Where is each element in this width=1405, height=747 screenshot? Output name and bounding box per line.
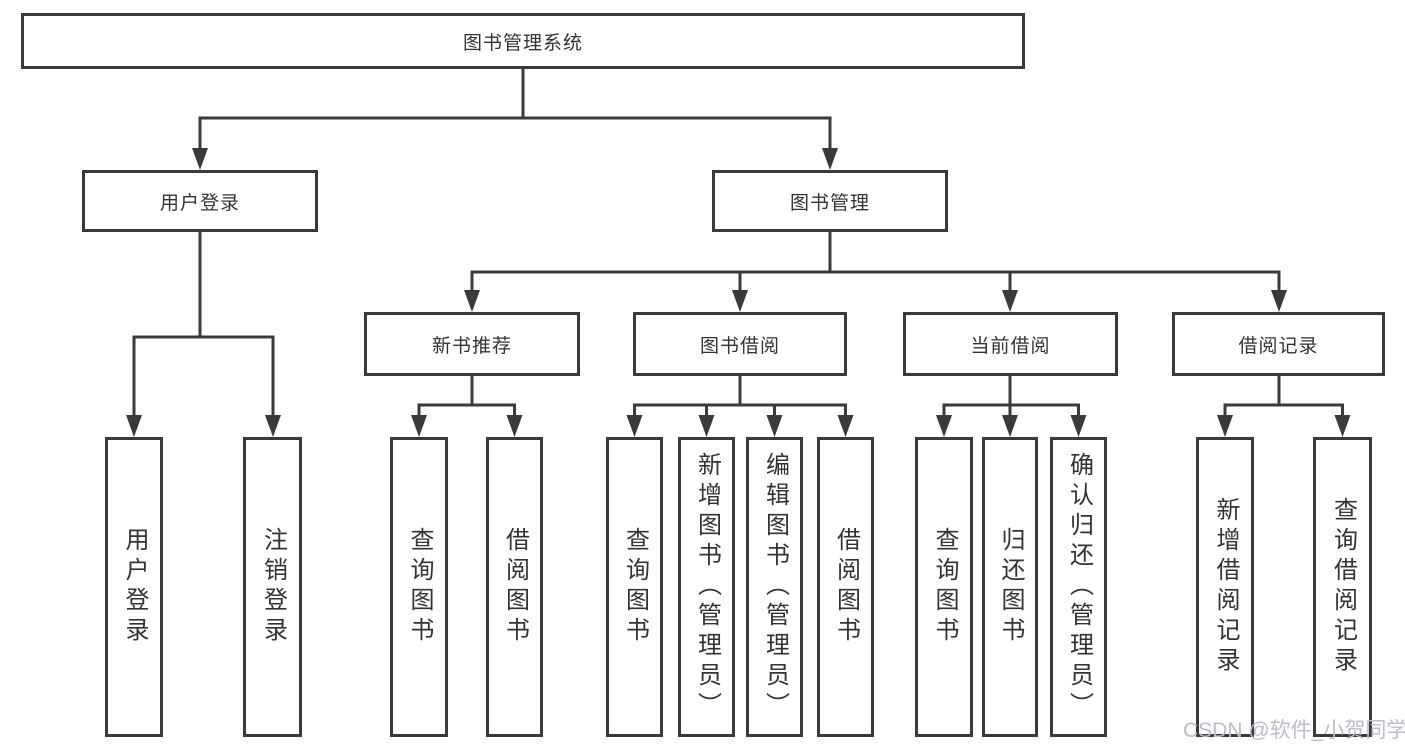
node-label: 借阅图书 bbox=[501, 527, 529, 647]
leaf-current-confirm-return-admin: 确认归还（管理员） bbox=[1050, 437, 1107, 737]
node-label: 查询图书 bbox=[621, 527, 649, 647]
connector-login-to-leaves bbox=[126, 232, 281, 437]
node-label: 图书管理 bbox=[789, 192, 870, 214]
node-label: 注销登录 bbox=[259, 527, 287, 647]
node-label: 用户登录 bbox=[159, 192, 240, 214]
leaf-records-query-record: 查询借阅记录 bbox=[1313, 437, 1372, 737]
node-label: 借阅记录 bbox=[1238, 335, 1319, 357]
node-user-login: 用户登录 bbox=[82, 170, 318, 232]
leaf-records-add-record: 新增借阅记录 bbox=[1196, 437, 1254, 737]
node-library-management-system: 图书管理系统 bbox=[21, 13, 1025, 69]
leaf-newbook-query-books: 查询图书 bbox=[390, 437, 448, 737]
node-label: 查询图书 bbox=[406, 527, 433, 647]
leaf-current-return-books: 归还图书 bbox=[982, 437, 1038, 737]
node-label: 查询借阅记录 bbox=[1329, 497, 1357, 677]
node-label: 查询图书 bbox=[931, 527, 958, 647]
node-label: 归还图书 bbox=[997, 527, 1024, 647]
node-book-management: 图书管理 bbox=[712, 170, 948, 232]
node-label: 编辑图书（管理员） bbox=[761, 452, 789, 722]
node-label: 借阅图书 bbox=[832, 527, 860, 647]
leaf-borrow-add-books-admin: 新增图书（管理员） bbox=[678, 437, 735, 737]
leaf-borrow-edit-books-admin: 编辑图书（管理员） bbox=[746, 437, 803, 737]
watermark: CSDN @软件_小贺同学 bbox=[1183, 719, 1405, 742]
connector-borrow-to-leaves bbox=[626, 376, 854, 437]
leaf-newbook-borrow-books: 借阅图书 bbox=[486, 437, 543, 737]
node-current-borrowing: 当前借阅 bbox=[903, 312, 1118, 376]
node-label: 确认归还（管理员） bbox=[1065, 452, 1093, 722]
node-borrowing-records: 借阅记录 bbox=[1172, 312, 1385, 376]
leaf-current-query-books: 查询图书 bbox=[915, 437, 973, 737]
connector-newbook-to-leaves bbox=[411, 376, 523, 437]
node-new-book-recommendation: 新书推荐 bbox=[364, 312, 580, 376]
leaf-borrow-borrow-books: 借阅图书 bbox=[817, 437, 874, 737]
node-label: 当前借阅 bbox=[970, 335, 1051, 357]
node-label: 新增借阅记录 bbox=[1212, 497, 1239, 677]
connector-root-to-level2 bbox=[192, 69, 838, 170]
node-label: 新增图书（管理员） bbox=[693, 452, 721, 722]
connector-current-to-leaves bbox=[936, 376, 1087, 437]
node-label: 用户登录 bbox=[121, 527, 148, 647]
leaf-logout: 注销登录 bbox=[243, 437, 302, 737]
node-label: 图书管理系统 bbox=[462, 32, 583, 54]
leaf-borrow-query-books: 查询图书 bbox=[606, 437, 663, 737]
node-book-borrowing: 图书借阅 bbox=[633, 312, 847, 376]
connector-records-to-leaves bbox=[1217, 376, 1351, 437]
node-label: 新书推荐 bbox=[431, 335, 512, 357]
leaf-user-login: 用户登录 bbox=[105, 437, 163, 737]
connector-mgmt-to-level3 bbox=[464, 232, 1287, 312]
node-label: 图书借阅 bbox=[699, 335, 780, 357]
